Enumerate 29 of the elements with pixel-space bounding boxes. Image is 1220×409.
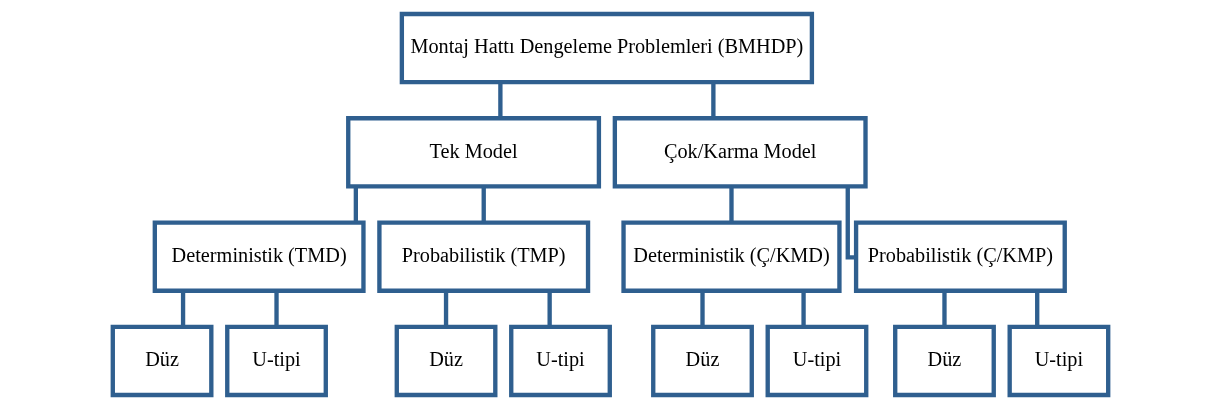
connector <box>800 290 806 327</box>
connector <box>941 290 947 327</box>
connector <box>699 290 705 327</box>
node-box: Montaj Hattı Dengeleme Problemleri (BMHDP) <box>399 11 814 85</box>
node-box: U-tipi <box>1007 324 1110 398</box>
node-box: Deterministik (Ç/KMD) <box>620 220 842 293</box>
node-box: Çok/Karma Model <box>612 116 868 189</box>
node-box: Düz <box>650 324 754 398</box>
connector <box>273 290 279 327</box>
connector <box>1034 290 1039 327</box>
connector <box>481 186 486 223</box>
node-box: U-tipi <box>508 324 612 398</box>
node-box: Düz <box>110 324 213 398</box>
connector <box>546 290 552 327</box>
node-box: U-tipi <box>765 324 868 398</box>
connector <box>728 186 734 223</box>
connector <box>443 290 448 327</box>
node-box: Düz <box>892 324 996 398</box>
connector <box>710 82 716 118</box>
node-box: U-tipi <box>224 324 328 398</box>
connector <box>353 186 358 223</box>
connector <box>497 82 503 118</box>
connector <box>180 290 185 327</box>
node-box: Tek Model <box>345 116 601 189</box>
node-box: Probabilistik (Ç/KMP) <box>853 220 1067 293</box>
connector <box>845 186 856 260</box>
node-box: Deterministik (TMD) <box>152 220 366 293</box>
node-box: Probabilistik (TMP) <box>376 220 590 293</box>
node-box: Düz <box>394 324 497 398</box>
